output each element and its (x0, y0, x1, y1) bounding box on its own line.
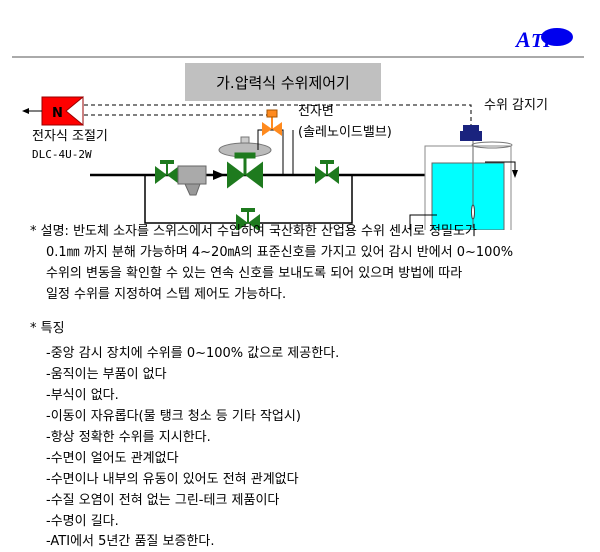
solenoid-valve-icon (262, 109, 282, 136)
feature-item: -수면이 얼어도 관계없다 (46, 451, 179, 466)
controller-icon: N (22, 95, 84, 127)
title-box (185, 63, 381, 101)
level-sensor-icon (460, 125, 513, 149)
sensor-label: 수위 감지기 (484, 98, 548, 113)
controller-model: DLC-4U-2W (32, 148, 92, 161)
feature-item: -수면이나 내부의 유동이 있어도 전혀 관계없다 (46, 472, 299, 487)
gate-valve-icon (154, 159, 180, 185)
feature-item: -움직이는 부품이 없다 (46, 367, 167, 382)
feature-item: -수질 오염이 전혀 없는 그린-테크 제품이다 (46, 493, 280, 508)
feature-item: -항상 정확한 수위를 지시한다. (46, 430, 211, 445)
description-line: 수위의 변동을 확인할 수 있는 연속 신호를 보내도록 되어 있으며 방법에 … (46, 266, 463, 281)
strainer-icon (177, 165, 207, 196)
title: 가.압력식 수위제어기 (216, 74, 350, 92)
feature-item: -ATI에서 5년간 품질 보증한다. (46, 534, 215, 549)
solenoid-sub-label: (솔레노이드밸브) (298, 125, 392, 140)
svg-text:A: A (514, 27, 531, 52)
controller-label: 전자식 조절기 (32, 129, 108, 144)
solenoid-label: 전자변 (298, 104, 334, 119)
features-heading: * 특징 (30, 321, 65, 336)
description-line: * 설명: 반도체 소자를 스위스에서 수입하여 국산화한 산업용 수위 센서로… (30, 224, 477, 239)
ati-logo: A TI (514, 27, 573, 52)
pressure-reducing-valve-icon (218, 136, 272, 190)
description-line: 0.1㎜ 까지 분해 가능하며 4~20㎃의 표준신호를 가지고 있어 감시 반… (46, 245, 514, 260)
feature-item: -부식이 없다. (46, 388, 119, 403)
pressure-level-control-diagram: A TI 가.압력식 수위제어기 N 전자식 조절기 DLC-4U-2W 전자변… (12, 27, 584, 230)
water-tank (409, 138, 518, 230)
description-line: 일정 수위를 지정하여 스텝 제어도 가능하다. (46, 287, 287, 302)
svg-text:TI: TI (531, 30, 552, 52)
gate-valve-icon (314, 159, 340, 185)
feature-item: -중앙 감시 장치에 수위를 0~100% 값으로 제공한다. (46, 346, 340, 361)
feature-item: -수명이 길다. (46, 514, 119, 529)
svg-text:N: N (52, 106, 63, 121)
feature-item: -이동이 자유롭다(물 탱크 청소 등 기타 작업시) (46, 409, 301, 424)
